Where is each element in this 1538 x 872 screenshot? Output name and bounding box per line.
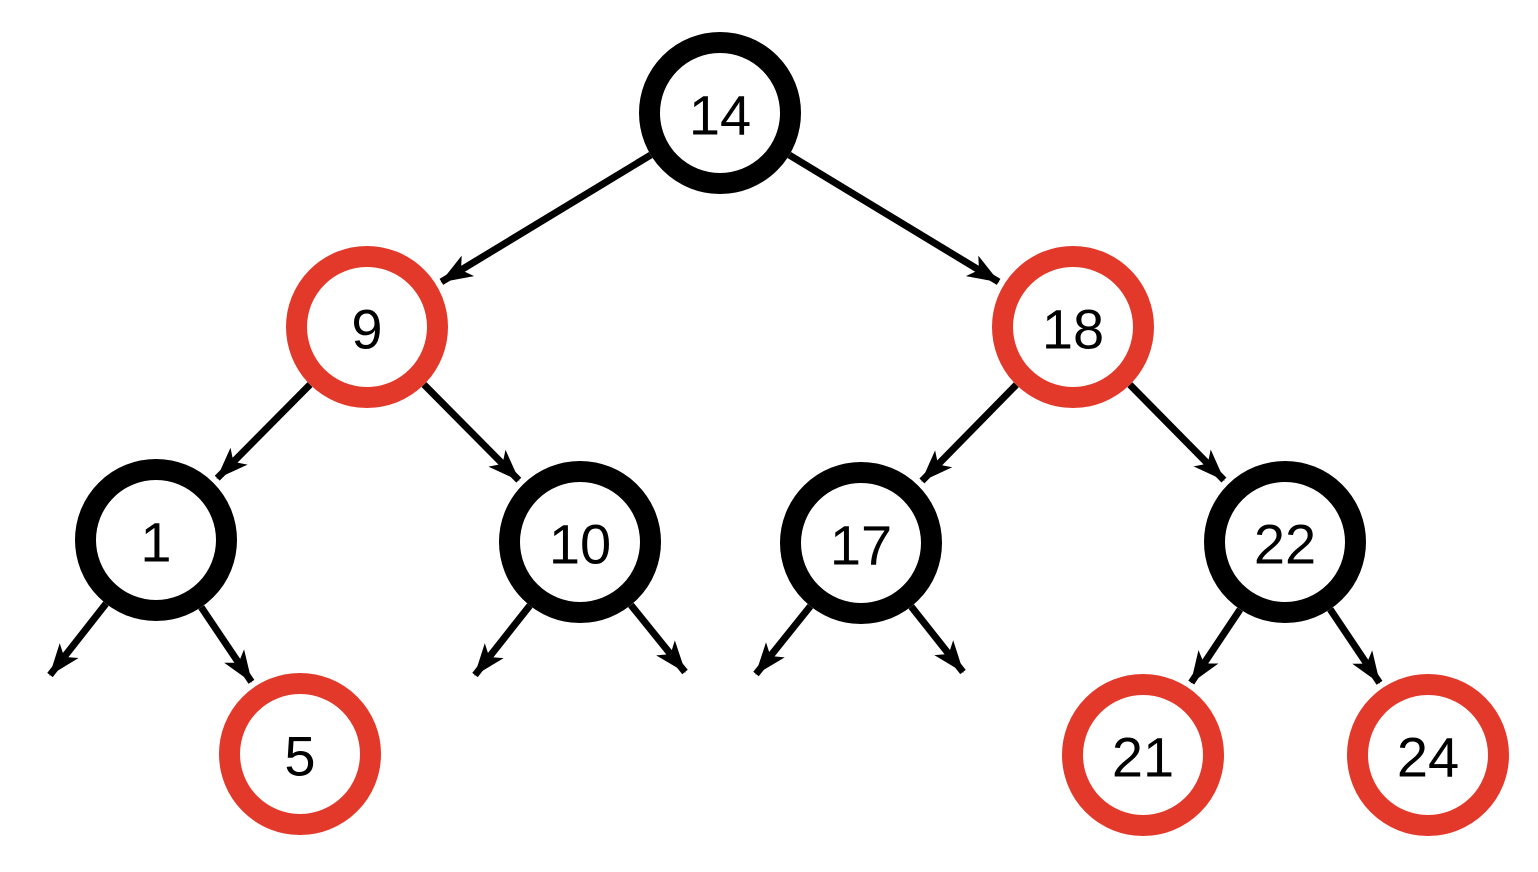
- node-value-24: 24: [1397, 726, 1459, 789]
- nil-arrow-1-0: [47, 601, 109, 678]
- node-circle-10-black: [499, 461, 661, 623]
- node-circle-18-red: [992, 246, 1154, 408]
- edge-9-1: [214, 382, 313, 481]
- node-circle-22-black: [1204, 461, 1366, 623]
- tree-node-17: 17: [780, 462, 942, 624]
- edge-22-21: [1188, 607, 1243, 685]
- nil-arrow-10-1: [472, 603, 533, 678]
- node-circle-14-black: [639, 32, 801, 194]
- edge-22-24: [1327, 607, 1383, 685]
- edge-18-22: [1127, 382, 1227, 483]
- node-circle-9-red: [286, 246, 448, 408]
- edge-14-9: [439, 151, 653, 285]
- node-value-17: 17: [830, 514, 892, 577]
- tree-node-18: 18: [992, 246, 1154, 408]
- node-circle-5-red: [219, 673, 381, 835]
- node-circle-1-black: [75, 459, 237, 621]
- node-circle-24-red: [1347, 674, 1509, 836]
- edge-18-17: [919, 382, 1019, 484]
- node-value-5: 5: [284, 725, 315, 788]
- node-value-1: 1: [140, 511, 171, 574]
- edge-9-10: [421, 382, 522, 483]
- tree-node-10: 10: [499, 461, 661, 623]
- node-value-21: 21: [1112, 726, 1174, 789]
- node-value-22: 22: [1254, 513, 1316, 576]
- edge-14-18: [787, 151, 1001, 285]
- tree-node-22: 22: [1204, 461, 1366, 623]
- nil-arrow-17-3: [753, 604, 814, 677]
- tree-node-9: 9: [286, 246, 448, 408]
- tree-node-1: 1: [75, 459, 237, 621]
- nil-arrow-17-4: [908, 604, 966, 675]
- node-value-14: 14: [689, 84, 751, 147]
- tree-node-24: 24: [1347, 674, 1509, 836]
- node-value-18: 18: [1042, 298, 1104, 361]
- node-circle-17-black: [780, 462, 942, 624]
- tree-node-14: 14: [639, 32, 801, 194]
- nil-arrow-10-2: [628, 602, 688, 675]
- node-circle-21-red: [1062, 674, 1224, 836]
- tree-node-21: 21: [1062, 674, 1224, 836]
- edge-1-5: [198, 605, 255, 684]
- node-value-10: 10: [549, 513, 611, 576]
- node-value-9: 9: [351, 298, 382, 361]
- tree-node-5: 5: [219, 673, 381, 835]
